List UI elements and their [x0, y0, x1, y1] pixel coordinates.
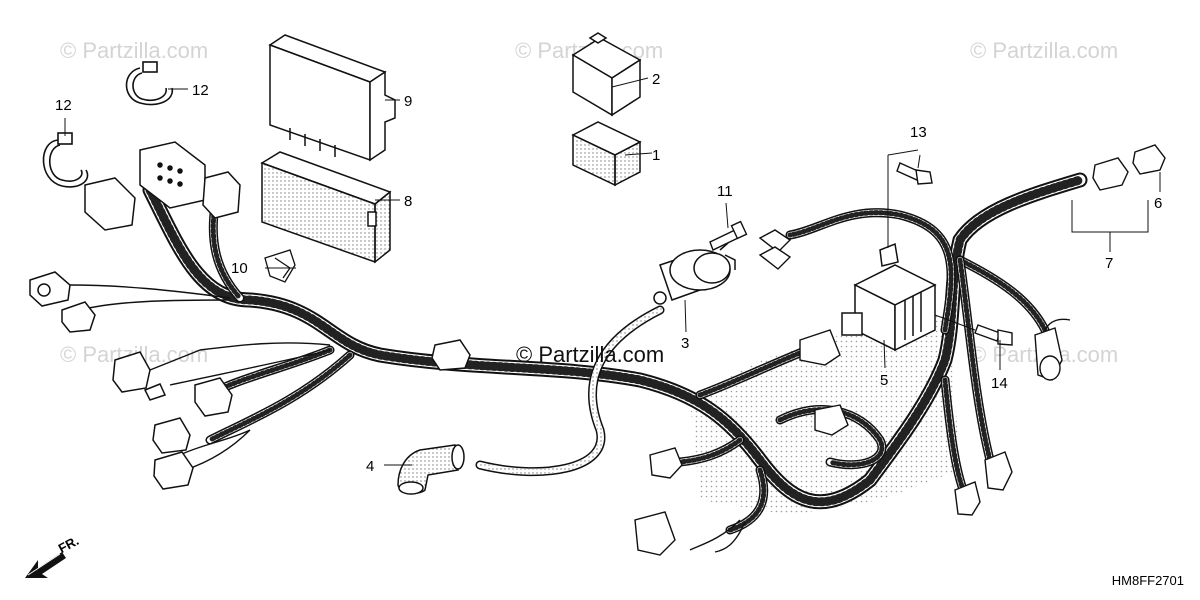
- relay-boot: [571, 121, 642, 187]
- starter-relay: [653, 242, 736, 305]
- front-marker-label: FR.: [55, 532, 82, 557]
- watermark-center: © Partzilla.com: [516, 342, 665, 367]
- diagram-code: HM8FF2701: [1111, 573, 1184, 588]
- callout-8: 8: [404, 193, 412, 210]
- regulator-rectifier: [841, 242, 937, 352]
- bolt-14: [974, 324, 1013, 346]
- callout-numbers: 1 2 3 4 5 6 7 8 9 10 11 12 12 13 14: [55, 71, 1162, 475]
- module-cover: [260, 151, 392, 264]
- band-upper: [125, 61, 174, 106]
- callout-leaders: [64, 77, 1161, 466]
- callout-1: 1: [652, 147, 660, 164]
- callout-7: 7: [1105, 255, 1113, 272]
- watermark-top-right: © Partzilla.com: [970, 38, 1119, 63]
- upper-center-connectors: [758, 229, 792, 270]
- bolt-13: [896, 162, 933, 185]
- watermark-top-left: © Partzilla.com: [60, 38, 209, 63]
- control-module: [268, 34, 396, 162]
- left-connectors: [29, 141, 241, 490]
- callout-11: 11: [717, 183, 733, 200]
- callout-6: 6: [1154, 195, 1162, 212]
- relay: [571, 32, 642, 117]
- callout-2: 2: [652, 71, 660, 88]
- callout-3: 3: [681, 335, 689, 352]
- callout-13: 13: [910, 124, 927, 141]
- branch-harnesses: [195, 200, 1050, 535]
- callout-9: 9: [404, 93, 412, 110]
- clip: [264, 249, 296, 283]
- callout-10: 10: [231, 260, 248, 277]
- callout-4: 4: [366, 458, 374, 475]
- band-lower: [42, 132, 89, 188]
- front-arrow-icon: [25, 552, 66, 578]
- plug-cap: [397, 444, 465, 495]
- callout-12-lower: 12: [55, 97, 72, 114]
- right-connectors: [634, 144, 1166, 556]
- bolt-11: [709, 220, 748, 251]
- callout-14: 14: [991, 375, 1008, 392]
- callout-12-upper: 12: [192, 82, 209, 99]
- callout-5: 5: [880, 372, 888, 389]
- trunk-connector: [431, 339, 471, 371]
